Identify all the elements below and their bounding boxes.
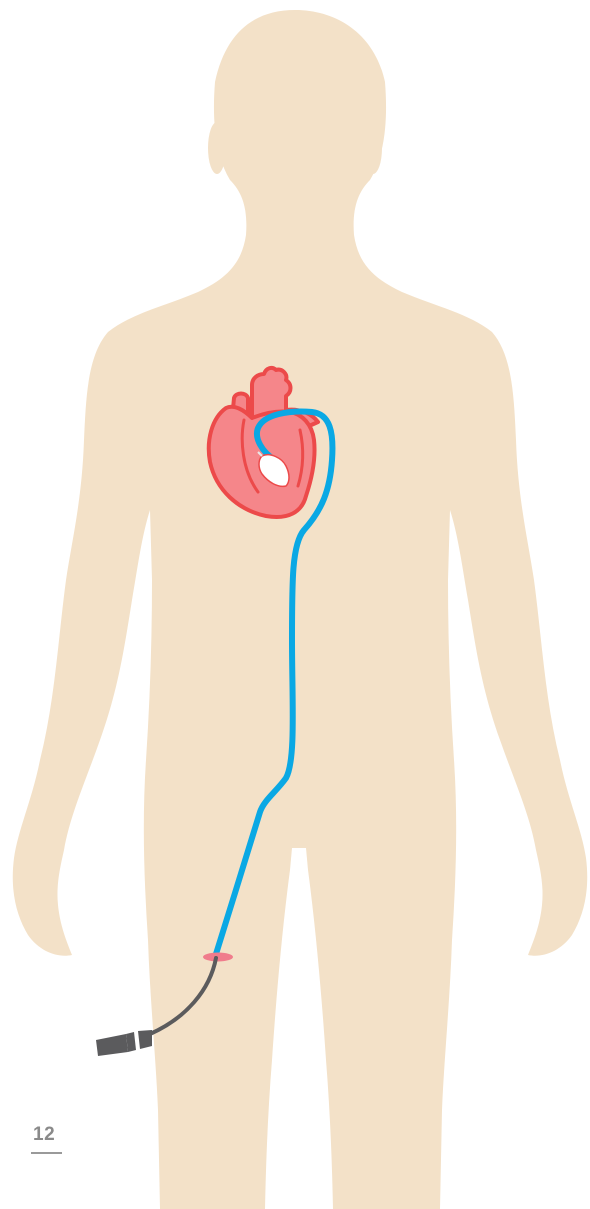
catheter-handle-connector <box>138 1030 152 1049</box>
page-number-underline <box>31 1152 62 1154</box>
human-silhouette-icon <box>13 10 587 1209</box>
insertion-site-icon <box>203 953 233 962</box>
page-number: 12 <box>33 1124 55 1146</box>
catheter-handle-body <box>96 1034 128 1056</box>
